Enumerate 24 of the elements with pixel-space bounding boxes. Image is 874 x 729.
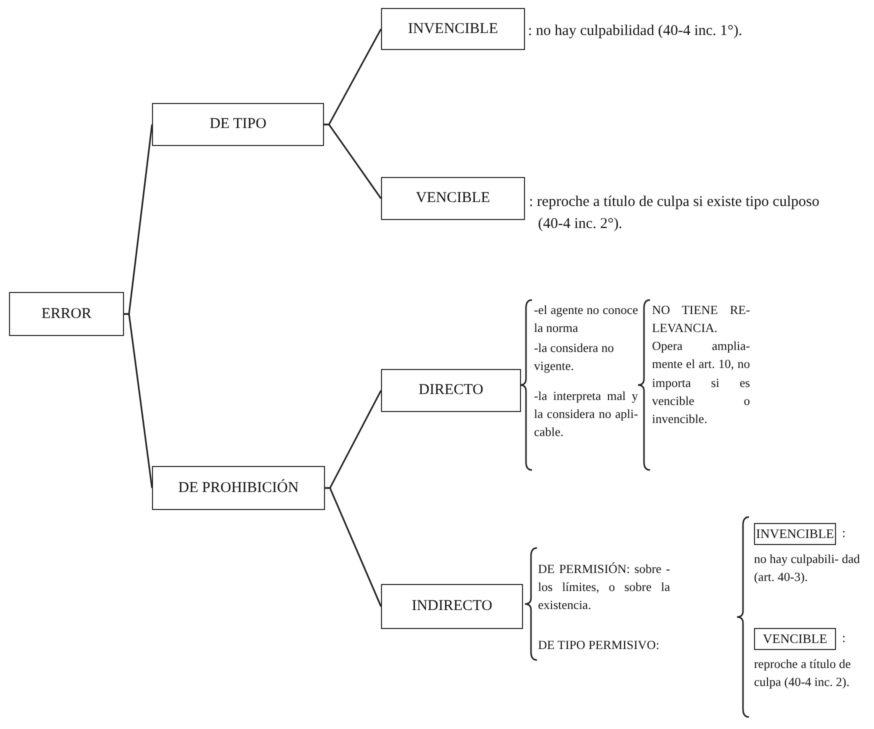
node-note: : reproche a título de culpa si existe tipo culposo (40-4 inc. 2°). (529, 193, 820, 234)
node-note: reproche a título de culpa (40-4 inc. 2). (754, 656, 852, 692)
note-text: -la considera no vigente. (534, 340, 615, 376)
node-note: : no hay culpabilidad (40-4 inc. 1°). (528, 22, 744, 41)
note-text: -la interpreta mal y la considera no apli- cable. (534, 388, 638, 442)
term-box: DE PROHIBICIÓN (152, 466, 325, 510)
node-note: : (842, 524, 847, 542)
term-box: VENCIBLE (754, 628, 836, 650)
branch-line (124, 313, 153, 488)
node-note: no hay culpabili- dad (art. 40-3). (754, 551, 861, 586)
note-text: DE PERMISIÓN: sobre -los límites, o sobre la existencia. (538, 561, 670, 614)
note-text: DE TIPO PERMISIVO: (538, 637, 660, 654)
term-box: INVENCIBLE (754, 523, 836, 545)
branch-line (325, 487, 382, 607)
term-box: VENCIBLE (381, 177, 525, 220)
term-box: ERROR (9, 292, 124, 336)
term-box: DE TIPO (152, 103, 324, 146)
node-note: : (842, 629, 847, 647)
note-text: -el agente no conoce la norma (534, 302, 638, 338)
term-box: INVENCIBLE (381, 8, 525, 50)
term-box: DIRECTO (381, 369, 521, 412)
term-box: INDIRECTO (381, 584, 523, 629)
branch-line (324, 124, 382, 199)
note-text: NO TIENE RE- LEVANCIA. Opera amplia- mente el art. 10, no importa si es vencible o invencible. (652, 302, 750, 428)
